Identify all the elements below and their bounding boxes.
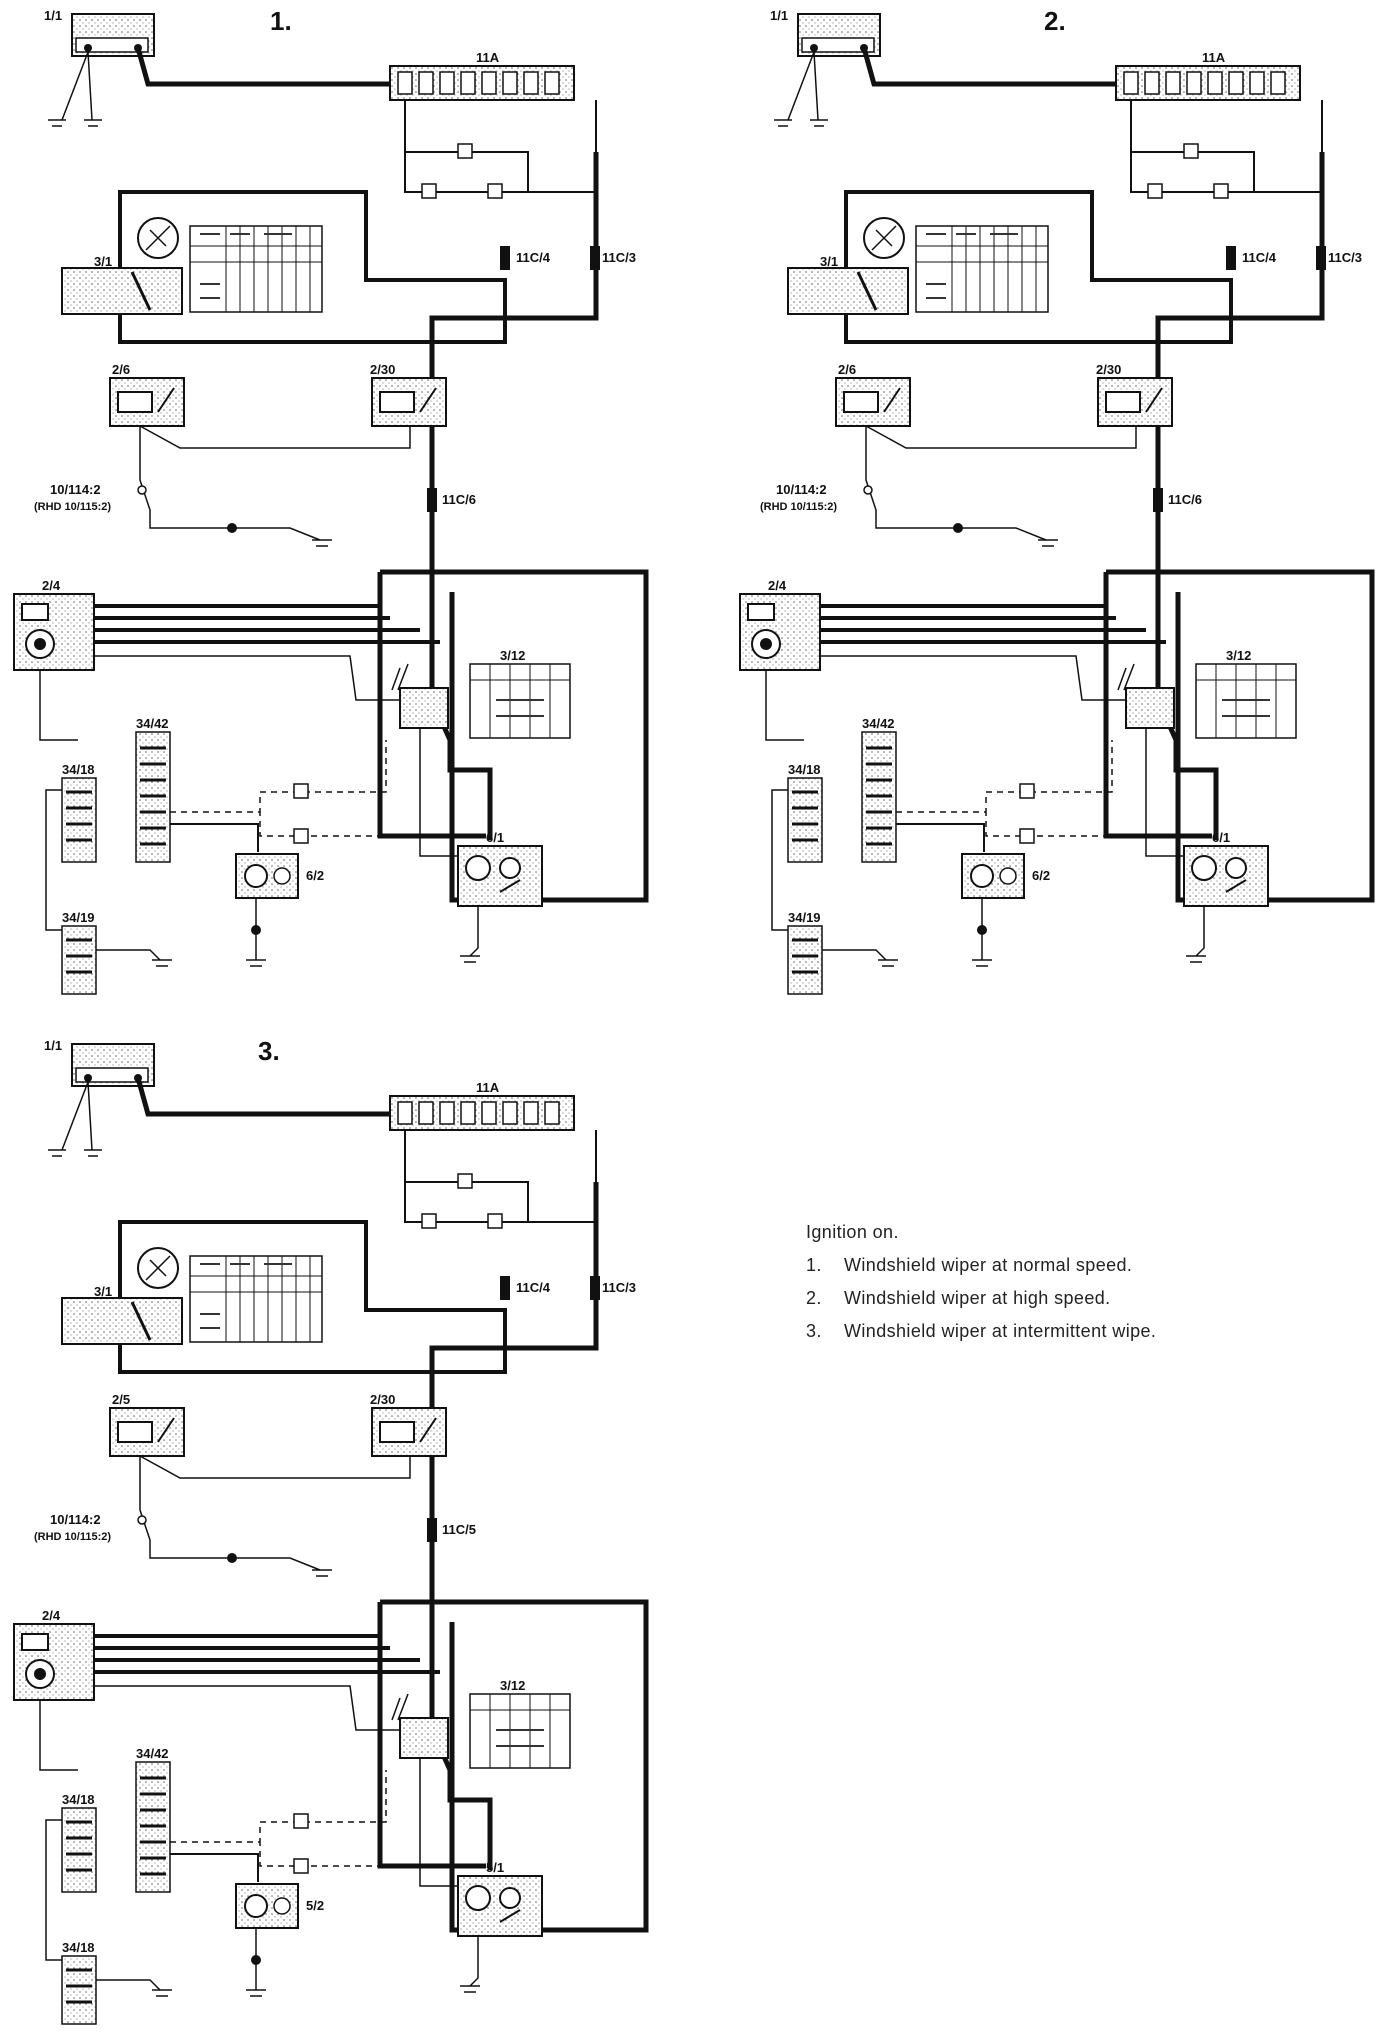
label-34-18: 34/18	[62, 1792, 95, 1807]
legend-item-text: Windshield wiper at normal speed.	[844, 1255, 1133, 1275]
label-2-6: 2/6	[838, 362, 856, 377]
label-34-19: 34/19	[62, 910, 95, 925]
legend-item: 1. Windshield wiper at normal speed.	[806, 1249, 1156, 1282]
label-ground-ref: 10/114:2	[50, 482, 101, 497]
label-2-6: 2/6	[112, 362, 130, 377]
label-3-1: 3/1	[820, 254, 838, 269]
label-6-2: 5/2	[306, 1898, 324, 1913]
label-11c-3: 11C/3	[602, 1280, 636, 1295]
label-34-18: 34/18	[62, 762, 95, 777]
label-6-1: 6/1	[486, 830, 504, 845]
legend-item-text: Windshield wiper at intermittent wipe.	[844, 1321, 1157, 1341]
label-ground-ref: 10/114:2	[776, 482, 827, 497]
label-2-4: 2/4	[42, 1608, 61, 1623]
diagram-2: 2. 1/1 11A 3/1 11C/4 11C/3 2/6 2/30 10/1…	[740, 6, 1372, 994]
label-34-19: 34/18	[62, 1940, 95, 1955]
label-3-1: 3/1	[94, 254, 112, 269]
label-rhd-ref: (RHD 10/115:2)	[760, 501, 837, 513]
label-34-42: 34/42	[136, 1746, 169, 1761]
label-2-6: 2/5	[112, 1392, 130, 1407]
label-11a: 11A	[476, 1080, 500, 1095]
label-1-1: 1/1	[44, 8, 62, 23]
label-6-1: 5/1	[486, 1860, 504, 1875]
label-11c-6: 11C/6	[442, 492, 476, 507]
label-11a: 11A	[476, 50, 500, 65]
label-11c-6: 11C/5	[442, 1522, 476, 1537]
diagram-title: 2.	[1044, 6, 1066, 36]
label-34-42: 34/42	[136, 716, 169, 731]
legend-item-number: 1.	[806, 1255, 822, 1275]
label-rhd-ref: (RHD 10/115:2)	[34, 501, 111, 513]
diagram-1: 1. 1/1 11A 3/1 11C/4 11C/3 2/6 2/30 10/1…	[14, 6, 646, 994]
legend: Ignition on. 1. Windshield wiper at norma…	[806, 1216, 1156, 1348]
legend-item-number: 2.	[806, 1288, 822, 1308]
label-6-2: 6/2	[1032, 868, 1050, 883]
label-11a: 11A	[1202, 50, 1226, 65]
label-3-12: 3/12	[500, 648, 525, 663]
label-1-1: 1/1	[770, 8, 788, 23]
label-11c-4: 11C/4	[516, 250, 551, 265]
diagram-3: 3. 1/1 11A 3/1 11C/4 11C/3 2/5 2/30 10/1…	[14, 1036, 646, 2024]
label-2-30: 2/30	[370, 362, 395, 377]
label-2-30: 2/30	[1096, 362, 1121, 377]
legend-heading: Ignition on.	[806, 1222, 899, 1242]
label-6-2: 6/2	[306, 868, 324, 883]
label-2-4: 2/4	[768, 578, 787, 593]
label-ground-ref: 10/114:2	[50, 1512, 101, 1527]
legend-item-number: 3.	[806, 1321, 822, 1341]
legend-item-text: Windshield wiper at high speed.	[844, 1288, 1111, 1308]
label-34-42: 34/42	[862, 716, 895, 731]
label-3-1: 3/1	[94, 1284, 112, 1299]
label-11c-4: 11C/4	[516, 1280, 551, 1295]
label-2-4: 2/4	[42, 578, 61, 593]
label-3-12: 3/12	[500, 1678, 525, 1693]
label-2-30: 2/30	[370, 1392, 395, 1407]
label-34-19: 34/19	[788, 910, 821, 925]
label-6-1: 6/1	[1212, 830, 1230, 845]
diagram-title: 3.	[258, 1036, 280, 1066]
label-34-18: 34/18	[788, 762, 821, 777]
legend-item: 2. Windshield wiper at high speed.	[806, 1282, 1156, 1315]
label-11c-3: 11C/3	[1328, 250, 1362, 265]
diagram-title: 1.	[270, 6, 292, 36]
legend-item: 3. Windshield wiper at intermittent wipe.	[806, 1315, 1156, 1348]
label-rhd-ref: (RHD 10/115:2)	[34, 1531, 111, 1543]
label-1-1: 1/1	[44, 1038, 62, 1053]
label-11c-4: 11C/4	[1242, 250, 1277, 265]
label-11c-3: 11C/3	[602, 250, 636, 265]
label-11c-6: 11C/6	[1168, 492, 1202, 507]
label-3-12: 3/12	[1226, 648, 1251, 663]
